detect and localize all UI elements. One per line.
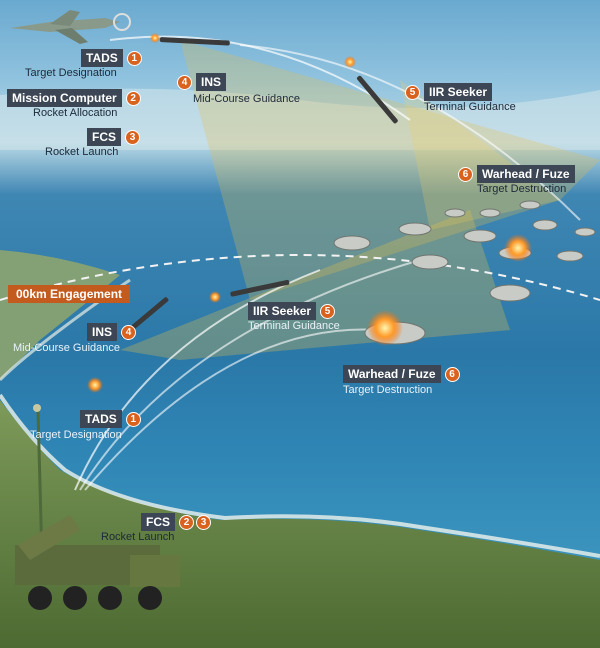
air-fcs-tag: FCS: [87, 128, 121, 146]
gnd-missile-2: [230, 279, 290, 297]
air-beam: [180, 40, 600, 300]
gnd-warhead-sub: Target Destruction: [343, 384, 433, 396]
gnd-tads-tag: TADS: [80, 410, 122, 428]
engagement-arc: [0, 254, 600, 301]
air-tads-sub: Target Designation: [25, 67, 117, 79]
air-iir-tag: IIR Seeker: [424, 83, 493, 101]
air-warhead-label: 6 Warhead / Fuze: [458, 165, 575, 183]
air-mission-badge: 2: [125, 90, 141, 106]
gnd-fcs-sub: Rocket Launch: [101, 531, 175, 543]
air-fcs-badge: 3: [125, 129, 140, 145]
gnd-fcs-badge-3: 3: [196, 514, 211, 530]
gnd-ins-badge: 4: [121, 324, 137, 340]
air-mission-label: Mission Computer 2: [7, 89, 141, 107]
gnd-fcs-label: FCS 2 3: [141, 513, 211, 531]
beach: [0, 393, 600, 558]
gnd-warhead-badge: 6: [444, 366, 460, 382]
air-ins-badge: 4: [177, 74, 192, 90]
gnd-ins-tag: INS: [87, 323, 118, 341]
air-iir-badge: 5: [405, 84, 420, 100]
gnd-iir-sub: Terminal Guidance: [248, 320, 340, 332]
gnd-tads-sub: Target Designation: [30, 429, 122, 441]
air-iir-label: 5 IIR Seeker: [405, 83, 493, 101]
gnd-tads-label: TADS 1: [80, 410, 141, 428]
gnd-ins-sub: Mid-Course Guidance: [13, 342, 120, 354]
air-iir-sub: Terminal Guidance: [424, 101, 516, 113]
gnd-trajectory-2: [79, 259, 421, 491]
air-ins-label: 4 INS: [177, 73, 227, 91]
air-tads-label: TADS 1: [81, 49, 142, 67]
left-coast: [0, 250, 120, 380]
air-tads-tag: TADS: [81, 49, 123, 67]
air-ins-sub: Mid-Course Guidance: [193, 93, 300, 105]
exhaust-3: [87, 377, 103, 393]
gnd-trajectory-1: [74, 269, 321, 491]
air-fcs-label: FCS 3: [87, 128, 140, 146]
gnd-trajectory-3: [84, 328, 381, 491]
exhaust-4: [209, 291, 221, 303]
air-fcs-sub: Rocket Launch: [45, 146, 119, 158]
exhaust-1: [150, 33, 160, 43]
air-ins-tag: INS: [196, 73, 227, 91]
horizon-haze: [0, 88, 600, 150]
gnd-fcs-tag: FCS: [141, 513, 175, 531]
gnd-iir-tag: IIR Seeker: [248, 302, 317, 320]
gnd-warhead-label: Warhead / Fuze 6: [343, 365, 460, 383]
gnd-iir-badge: 5: [320, 303, 336, 319]
air-warhead-tag: Warhead / Fuze: [477, 165, 575, 183]
air-missile-1: [159, 37, 230, 46]
air-warhead-badge: 6: [458, 166, 473, 182]
impact-flash-1: [504, 234, 532, 262]
launcher-truck: [15, 404, 180, 610]
air-warhead-sub: Target Destruction: [477, 183, 567, 195]
gnd-tads-badge: 1: [125, 411, 141, 427]
gnd-iir-label: IIR Seeker 5: [248, 302, 336, 320]
air-mission-tag: Mission Computer: [7, 89, 122, 107]
aircraft: [10, 10, 131, 44]
gnd-ins-label: INS 4: [87, 323, 137, 341]
impact-flash-2: [367, 310, 403, 346]
exhaust-2: [344, 56, 356, 68]
engagement-tag: 00km Engagement: [8, 285, 131, 303]
engagement-label: 00km Engagement: [8, 285, 131, 303]
air-missile-2: [356, 75, 398, 124]
air-mission-sub: Rocket Allocation: [33, 107, 118, 119]
gnd-fcs-badge-2: 2: [179, 514, 194, 530]
air-tads-badge: 1: [126, 50, 142, 66]
gnd-warhead-tag: Warhead / Fuze: [343, 365, 441, 383]
air-beam-2: [400, 80, 560, 230]
